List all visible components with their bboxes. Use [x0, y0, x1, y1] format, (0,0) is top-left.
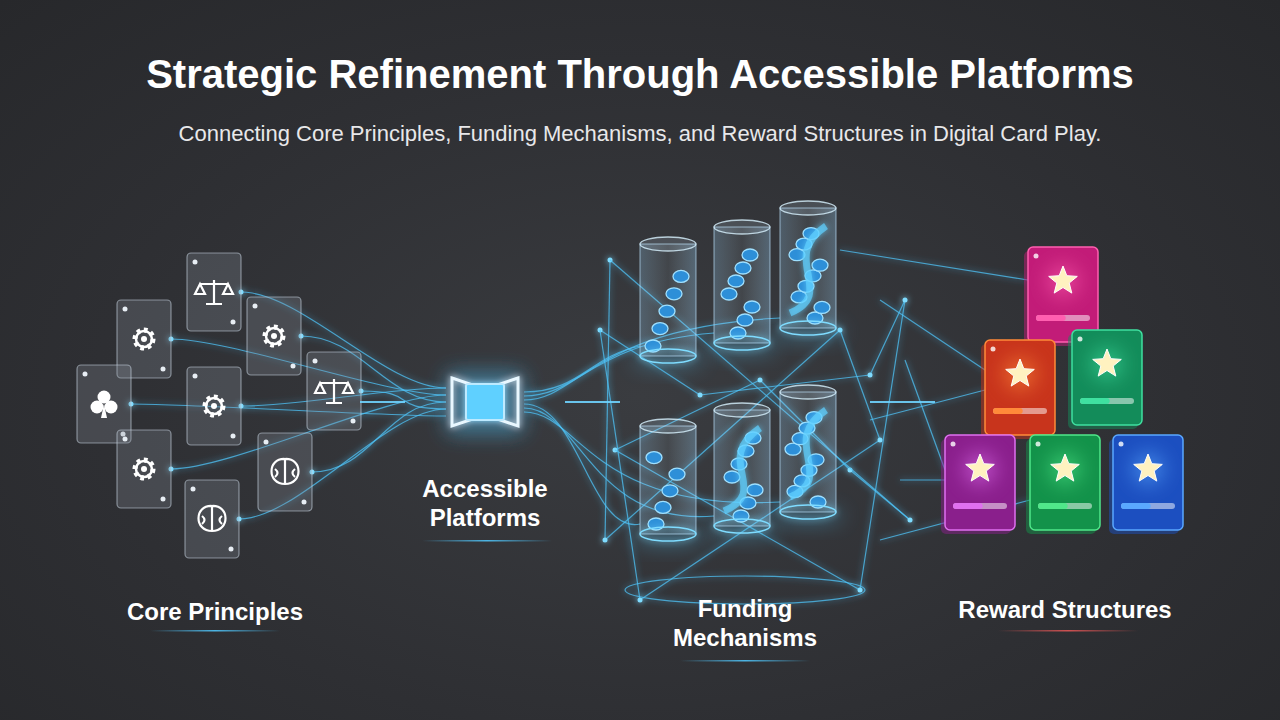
stage-label: Core Principles: [75, 597, 355, 626]
stage-label: Accessible Platforms: [410, 474, 560, 532]
stage-label: Funding Mechanisms: [660, 594, 830, 652]
stage-group: Core Principles: [70, 245, 360, 630]
flow-connector: [565, 401, 620, 403]
flow-connector: [870, 401, 935, 403]
subtitle: Connecting Core Principles, Funding Mech…: [20, 121, 1260, 147]
diagram-title: Strategic Refinement Through Accessible …: [20, 52, 1260, 97]
stage-group: Accessible Platforms: [405, 365, 565, 540]
stage-group: Reward Structures: [935, 240, 1195, 630]
stage-group: Funding Mechanisms: [620, 215, 870, 657]
flow-connector: [360, 401, 405, 403]
stage-label: Reward Structures: [940, 595, 1190, 624]
